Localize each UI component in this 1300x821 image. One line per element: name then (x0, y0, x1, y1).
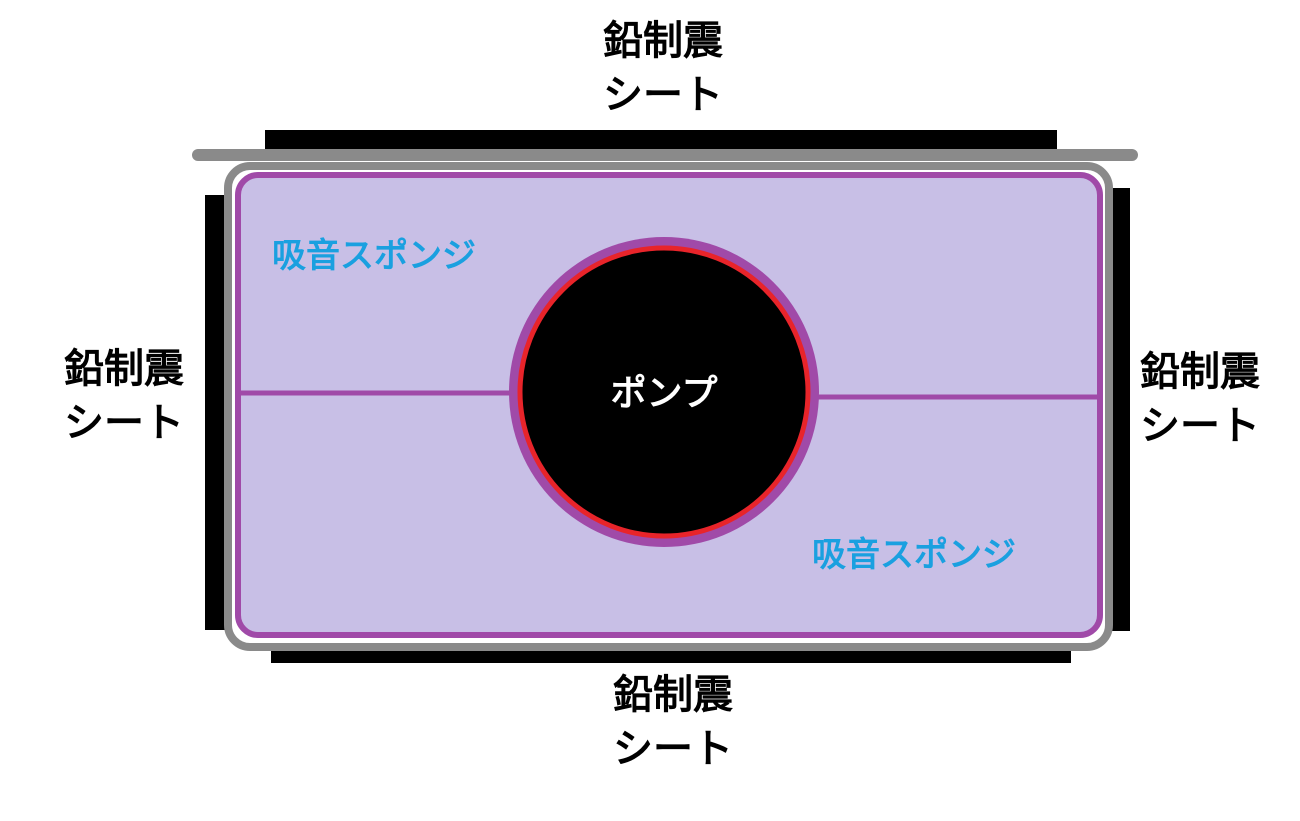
lead-sheet-label-bottom: 鉛制震 シート (613, 668, 733, 776)
lead-sheet-label-left: 鉛制震 シート (64, 342, 184, 450)
lead-sheet-top (265, 130, 1057, 150)
lead-sheet-label-top-line2: シート (603, 72, 723, 118)
lead-sheet-label-bottom-line1: 鉛制震 (613, 672, 733, 718)
pump-body (517, 245, 811, 539)
lead-sheet-label-left-line1: 鉛制震 (64, 346, 184, 392)
sponge-label-upper: 吸音スポンジ (272, 236, 476, 276)
pump-label: ポンプ (610, 373, 718, 414)
enclosure-body (224, 162, 1113, 651)
lead-sheet-left (205, 195, 225, 630)
lead-sheet-right (1110, 188, 1130, 631)
lead-sheet-label-left-line2: シート (64, 400, 184, 446)
lead-sheet-label-bottom-line2: シート (613, 726, 733, 772)
lead-sheet-label-right: 鉛制震 シート (1140, 345, 1260, 453)
lead-sheet-label-right-line1: 鉛制震 (1140, 349, 1260, 395)
lead-sheet-label-top-line1: 鉛制震 (603, 18, 723, 64)
lead-sheet-label-right-line2: シート (1140, 403, 1260, 449)
lead-sheet-label-top: 鉛制震 シート (603, 14, 723, 122)
sponge-label-lower: 吸音スポンジ (812, 535, 1016, 575)
